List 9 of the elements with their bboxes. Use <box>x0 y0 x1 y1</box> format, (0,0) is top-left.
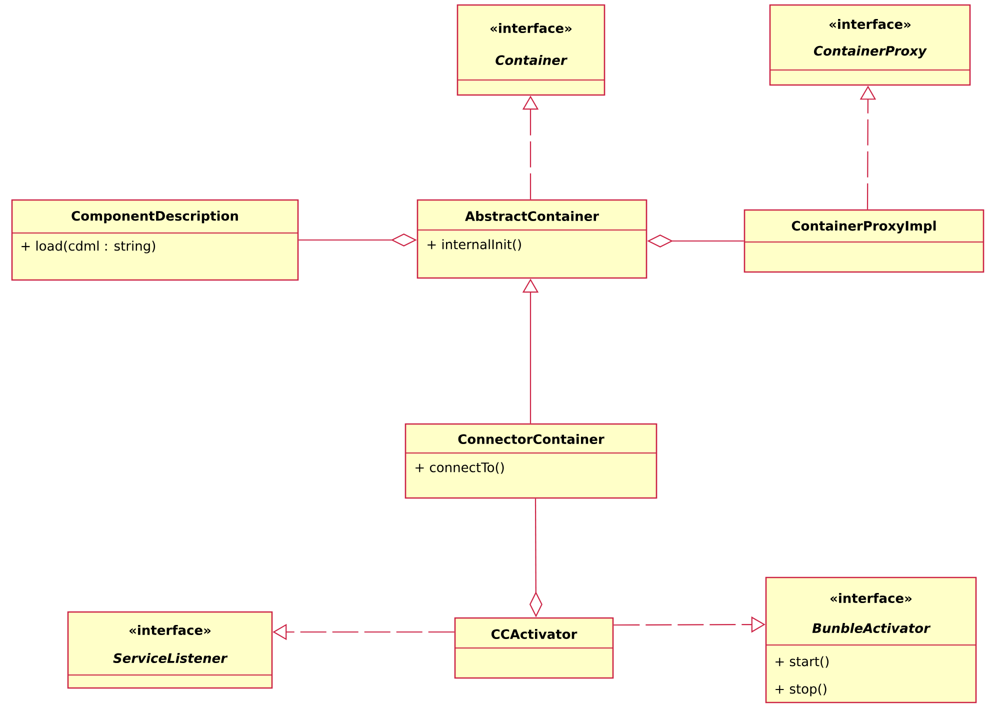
class-box: CCActivator <box>454 617 614 679</box>
class-box: AbstractContainer + internalInit() <box>416 199 648 279</box>
class-box: ComponentDescription + load(cdml : string) <box>11 199 299 281</box>
class-box: «interface» ContainerProxy <box>769 4 971 86</box>
class-box: «interface» ServiceListener <box>67 611 273 689</box>
class-box: «interface» Container <box>456 4 606 96</box>
class-box: ConnectorContainer + connectTo() <box>404 423 658 499</box>
class-box: «interface» BunbleActivator + start() + stop() <box>765 576 977 704</box>
class-box: ContainerProxyImpl <box>744 209 984 273</box>
